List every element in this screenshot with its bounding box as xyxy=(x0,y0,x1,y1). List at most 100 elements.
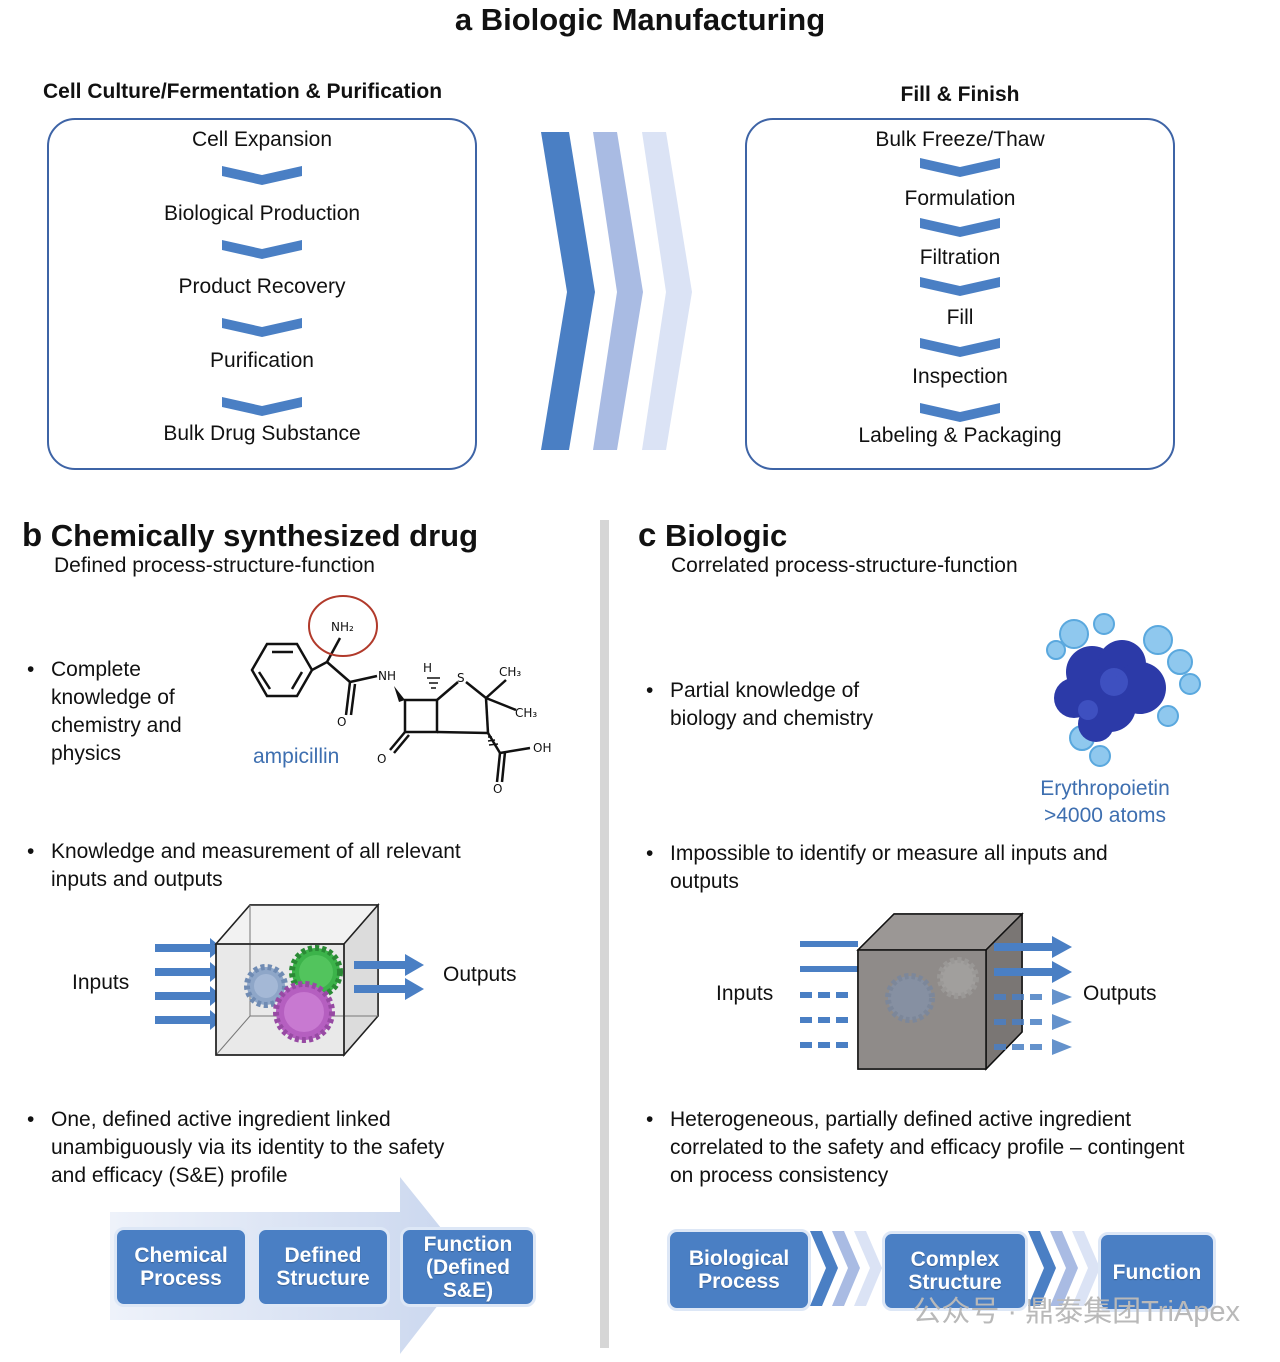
gear-icon xyxy=(885,973,935,1023)
chevron-down-icon xyxy=(920,403,1000,422)
atom-o2: O xyxy=(377,752,386,766)
b-inputs-label: Inputs xyxy=(72,971,130,994)
b-bullet-1-text: Complete knowledge of chemistry and phys… xyxy=(51,658,182,765)
opaque-process-cube xyxy=(800,912,1072,1071)
step-bulk-drug-substance: Bulk Drug Substance xyxy=(163,422,361,445)
erythropoietin-structure xyxy=(1046,613,1201,767)
chevron-down-icon xyxy=(222,318,302,337)
input-arrow-icon xyxy=(800,941,858,947)
input-arrow-icon xyxy=(155,938,222,958)
nh2-highlight xyxy=(308,595,378,657)
panel-a-title: a Biologic Manufacturing xyxy=(454,2,826,37)
step-chevrons xyxy=(222,132,1000,450)
output-arrow-icon xyxy=(994,936,1072,958)
gear-icon xyxy=(244,964,288,1008)
ampicillin-structure: NH₂ NH H S CH₃ CH₃ OH O O O xyxy=(250,595,551,796)
c-bullet-1-text: Partial knowledge of biology and chemist… xyxy=(670,679,874,730)
chevron-down-icon xyxy=(222,240,302,259)
output-arrow-icon xyxy=(994,961,1072,983)
c-bullet-2: • Impossible to identify or measure all … xyxy=(646,842,1108,893)
input-arrow-icon xyxy=(155,986,222,1006)
step-filtration: Filtration xyxy=(919,246,1001,269)
chevron-right-icon xyxy=(832,1231,860,1306)
cell-culture-panel: Cell Expansion Biological Production Pro… xyxy=(47,118,477,470)
step-purification: Purification xyxy=(210,349,314,372)
atom-nh2: NH₂ xyxy=(331,620,354,634)
c-flow-chevrons xyxy=(810,1231,1100,1306)
chevron-right-icon xyxy=(1072,1231,1100,1306)
flow-defined-structure: Defined Structure xyxy=(256,1227,390,1307)
chevron-down-icon xyxy=(920,277,1000,296)
watermark: 公众号 · 鼎泰集团TriApex xyxy=(912,1296,1240,1328)
defined-process-cube xyxy=(155,902,424,1058)
chevron-down-icon xyxy=(920,218,1000,237)
panel-c-title: Biologic xyxy=(664,518,788,553)
gear-icon xyxy=(273,981,335,1043)
flow-biological-process: Biological Process xyxy=(667,1229,811,1311)
flow-function-defined-se: Function (Defined S&E) xyxy=(400,1227,536,1307)
atom-o3: O xyxy=(493,782,502,796)
chevron-right-icon xyxy=(1028,1231,1056,1306)
step-bulk-freeze-thaw: Bulk Freeze/Thaw xyxy=(875,128,1045,151)
chevron-right-icon xyxy=(593,132,643,450)
erythropoietin-label: Erythropoietin >4000 atoms xyxy=(1000,775,1210,829)
panel-c-letter: c xyxy=(638,516,657,553)
step-product-recovery: Product Recovery xyxy=(178,275,346,298)
chevron-down-icon xyxy=(222,397,302,416)
atom-ch3-a: CH₃ xyxy=(499,665,521,679)
chevron-down-icon xyxy=(222,166,302,185)
chevron-down-icon xyxy=(920,158,1000,177)
panel-b-heading: b Chemically synthesized drug xyxy=(22,516,478,554)
atom-ch3-b: CH₃ xyxy=(515,706,537,720)
ampicillin-label: ampicillin xyxy=(253,745,340,768)
chevron-right-icon xyxy=(810,1231,838,1306)
erythropoietin-atoms: >4000 atoms xyxy=(1043,804,1166,827)
panel-b-subtitle: Defined process-structure-function xyxy=(54,554,375,577)
chevron-right-icon xyxy=(541,132,595,450)
chevron-right-icon xyxy=(854,1231,882,1306)
chevron-down-icon xyxy=(920,338,1000,357)
panel-b-title: Chemically synthesized drug xyxy=(50,518,479,553)
panel-c-heading: c Biologic xyxy=(638,516,787,554)
atom-s: S xyxy=(457,671,465,685)
chevron-right-icon xyxy=(642,132,692,450)
flow-complex-structure: Complex Structure xyxy=(882,1231,1028,1311)
left-section-heading: Cell Culture/Fermentation & Purification xyxy=(43,80,443,103)
step-fill: Fill xyxy=(946,306,974,329)
step-cell-expansion: Cell Expansion xyxy=(191,128,333,151)
b-outputs-label: Outputs xyxy=(443,963,517,986)
panel-c-subtitle: Correlated process-structure-function xyxy=(671,554,1018,577)
step-inspection: Inspection xyxy=(912,365,1008,388)
atom-h: H xyxy=(423,661,432,675)
b-bullet-2: • Knowledge and measurement of all relev… xyxy=(27,840,461,891)
atom-oh: OH xyxy=(533,741,551,755)
b-bullet-1: • Complete knowledge of chemistry and ph… xyxy=(27,658,182,765)
atom-nh: NH xyxy=(378,669,396,683)
right-section-heading: Fill & Finish xyxy=(900,83,1020,106)
c-inputs-label: Inputs xyxy=(716,982,774,1005)
output-arrow-icon xyxy=(354,954,424,976)
c-bullet-1: • Partial knowledge of biology and chemi… xyxy=(646,679,874,730)
c-bullet-2-text: Impossible to identify or measure all in… xyxy=(670,842,1108,893)
step-labeling-packaging: Labeling & Packaging xyxy=(858,424,1062,447)
input-arrow-icon xyxy=(800,966,858,972)
gear-icon xyxy=(937,957,979,999)
c-bullet-3: • Heterogeneous, partially defined activ… xyxy=(646,1108,1185,1187)
b-bullet-3: • One, defined active ingredient linked … xyxy=(27,1108,445,1187)
b-bullet-2-text: Knowledge and measurement of all relevan… xyxy=(51,840,461,891)
flow-function: Function xyxy=(1098,1232,1216,1312)
panel-divider xyxy=(600,520,609,1348)
input-arrow-icon xyxy=(155,1010,222,1030)
flow-chemical-process: Chemical Process xyxy=(114,1227,248,1307)
output-arrow-icon xyxy=(354,978,424,1000)
c-outputs-label: Outputs xyxy=(1083,982,1157,1005)
b-bullet-3-text: One, defined active ingredient linked un… xyxy=(51,1108,445,1187)
step-formulation: Formulation xyxy=(904,187,1016,210)
input-arrow-icon xyxy=(155,962,222,982)
atom-o1: O xyxy=(337,715,346,729)
c-bullet-3-text: Heterogeneous, partially defined active … xyxy=(670,1108,1185,1187)
panel-b-letter: b xyxy=(22,516,43,553)
step-biological-production: Biological Production xyxy=(163,202,361,225)
erythropoietin-name: Erythropoietin xyxy=(1040,777,1170,800)
chevron-right-icon xyxy=(1050,1231,1078,1306)
